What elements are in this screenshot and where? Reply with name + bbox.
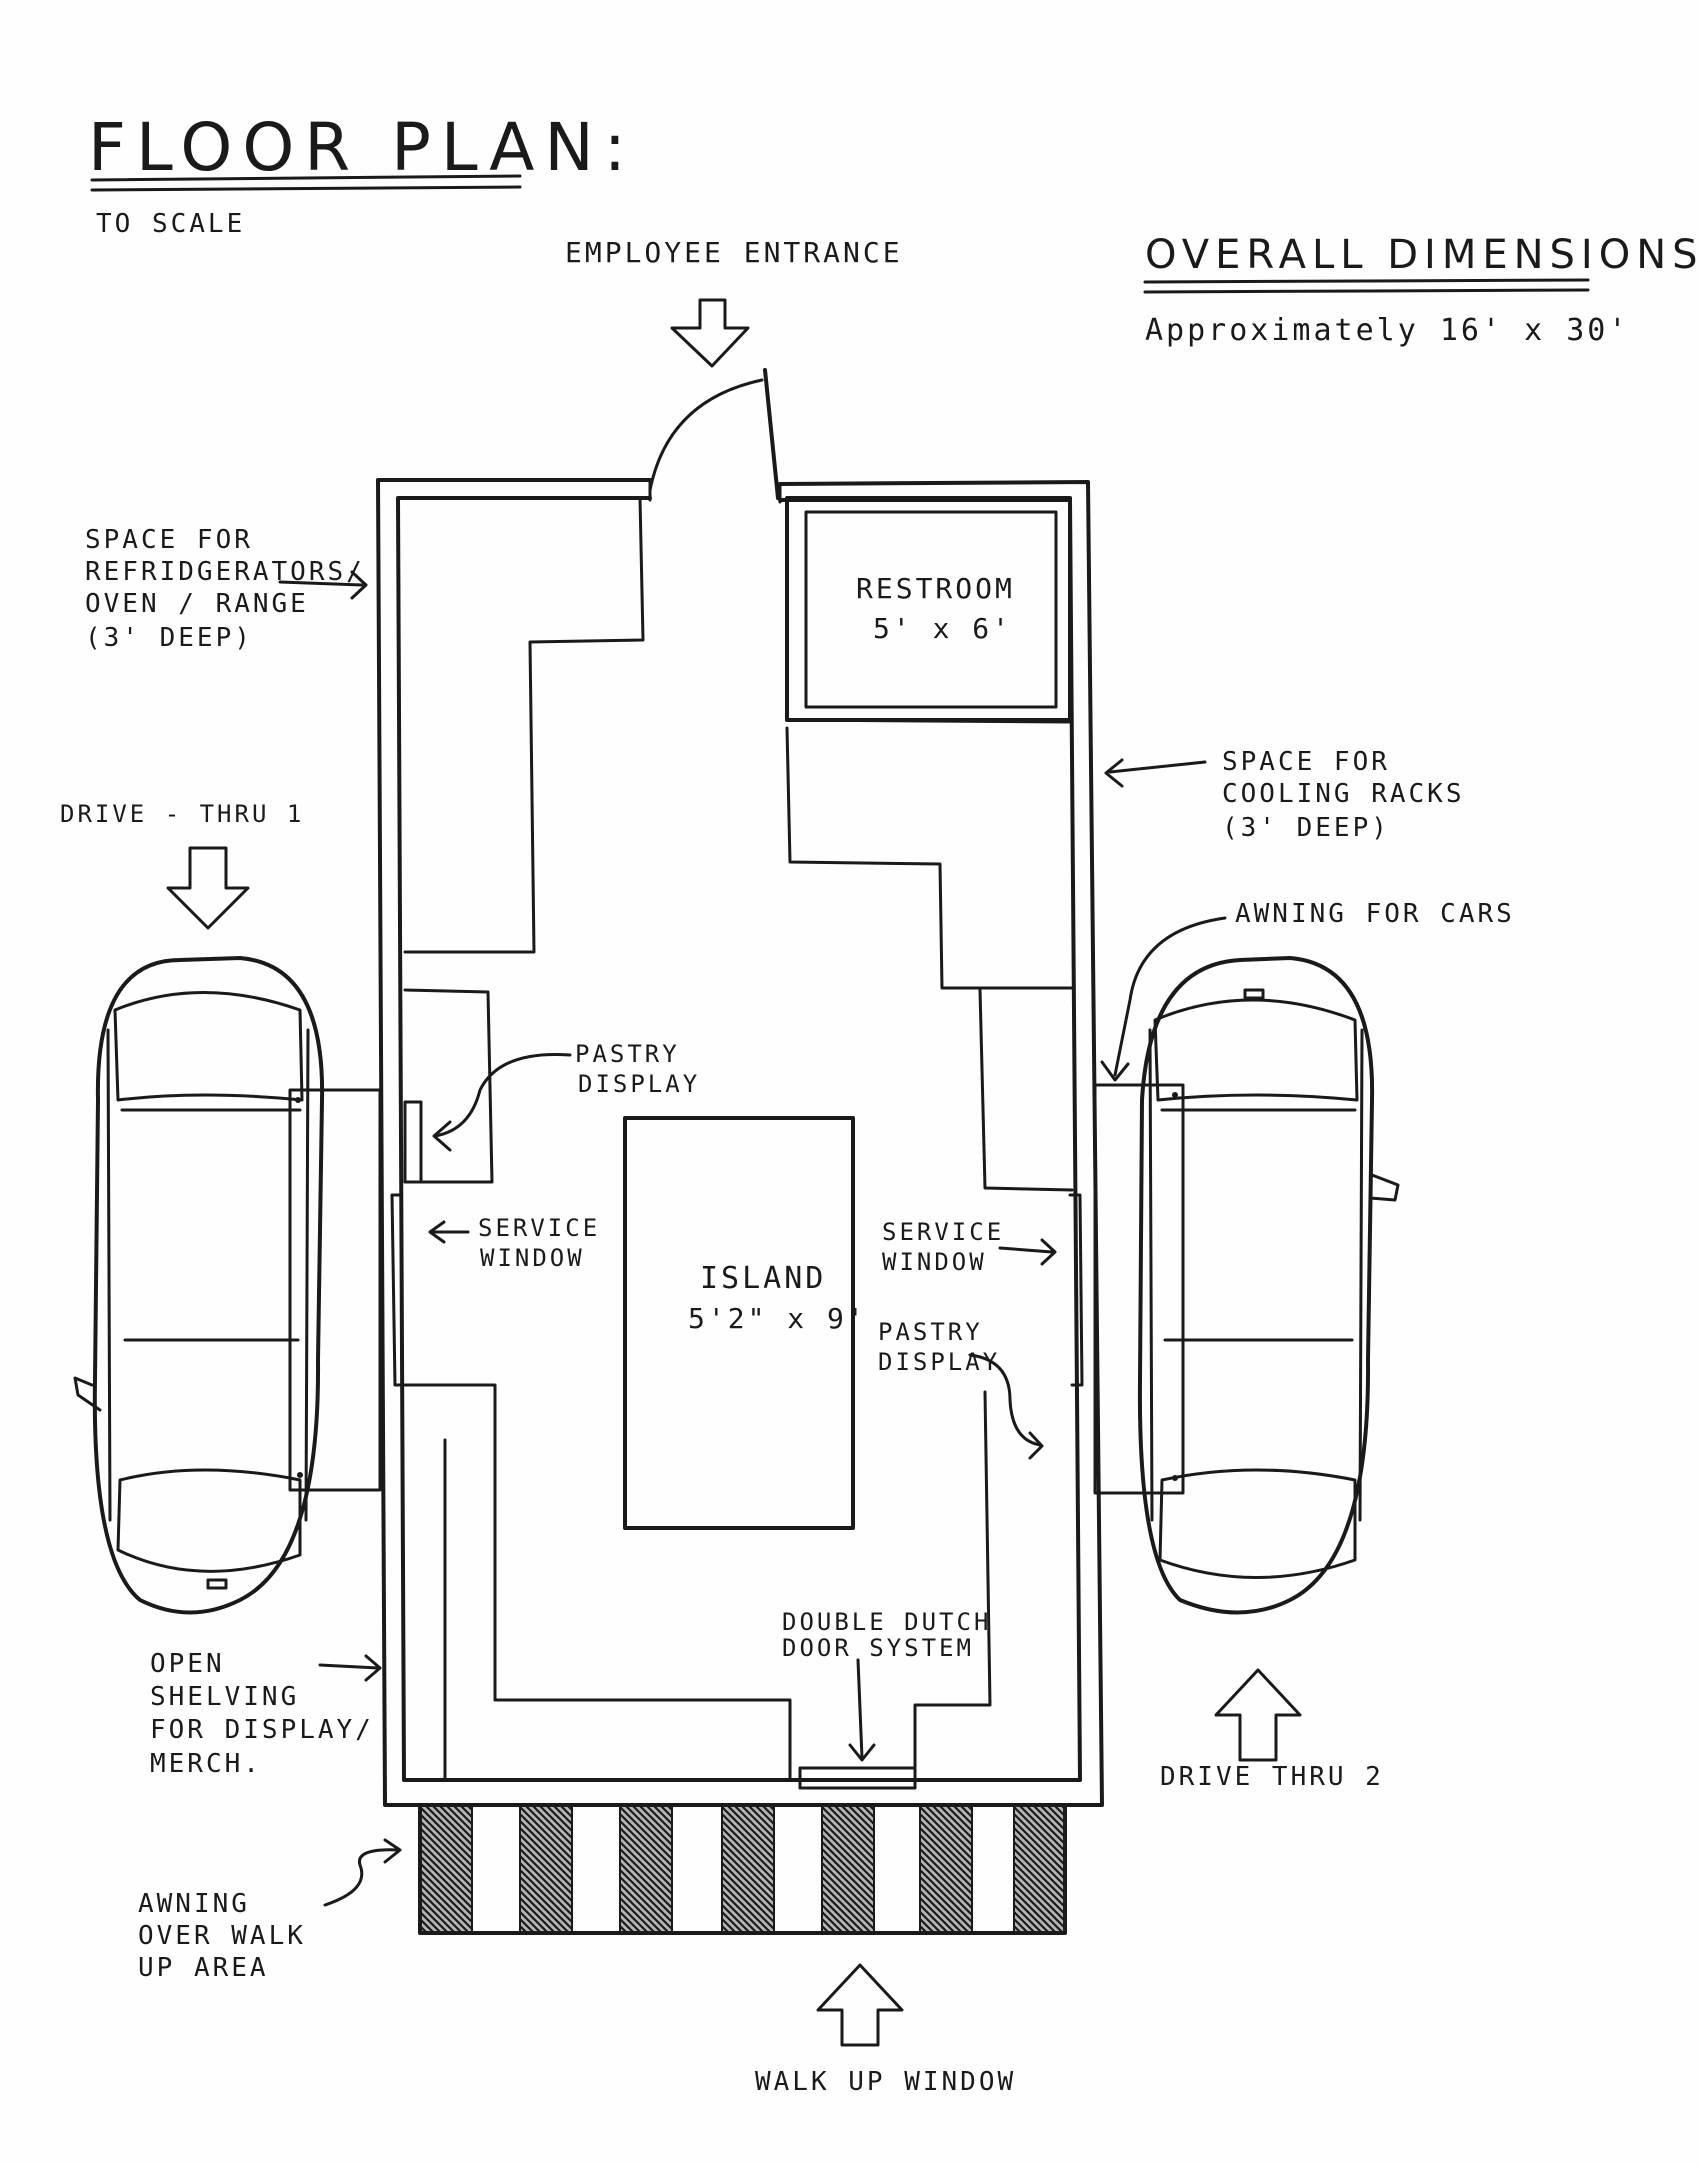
leader-arrows xyxy=(278,570,1227,1907)
employee-entrance-arrow-icon xyxy=(670,298,750,368)
restroom-bottom-wall xyxy=(786,718,1072,724)
plan-title: FLOOR PLAN: xyxy=(88,109,636,186)
drive-thru-2-arrow-icon xyxy=(1214,1668,1302,1762)
drive-thru-1-label: DRIVE - THRU 1 xyxy=(60,800,304,828)
walkup-awning xyxy=(418,1803,1067,1935)
awning-stripe xyxy=(1013,1804,1067,1934)
shelving-label-2: SHELVING xyxy=(150,1682,299,1712)
restroom-label: RESTROOM xyxy=(856,572,1015,605)
right-service-window xyxy=(1068,1193,1084,1387)
awning-walk-label-2: OVER WALK xyxy=(138,1921,306,1951)
title-underline-1 xyxy=(90,174,522,182)
entrance-door-swing xyxy=(648,378,764,492)
island-size: 5'2" x 9' xyxy=(688,1302,867,1335)
dutch-door-label-2: DOOR SYSTEM xyxy=(782,1634,974,1662)
drive-thru-2-label: DRIVE THRU 2 xyxy=(1160,1762,1384,1792)
shelving-label-1: OPEN xyxy=(150,1649,225,1679)
shelving-left-run xyxy=(403,1383,792,1780)
pastry-right-label-2: DISPLAY xyxy=(878,1348,1000,1376)
island: ISLAND 5'2" x 9' xyxy=(623,1116,867,1530)
service-left-label-2: WINDOW xyxy=(480,1244,585,1272)
service-right-label-2: WINDOW xyxy=(882,1248,987,1276)
drive-thru-1-arrow-icon xyxy=(166,846,250,930)
left-car-awning xyxy=(288,1088,382,1492)
awning-stripe xyxy=(821,1804,875,1934)
right-pastry-cabinet xyxy=(978,988,1074,1192)
left-pastry-display xyxy=(403,1100,423,1184)
left-pastry-cabinet xyxy=(403,988,494,1184)
fridge-label-2: REFRIDGERATORS/ xyxy=(85,557,365,587)
right-car-awning xyxy=(1093,1083,1185,1495)
dimensions-underline-2 xyxy=(1143,288,1590,294)
shelving-right-run xyxy=(913,1390,992,1780)
right-cooling-counter xyxy=(785,726,1074,990)
fridge-label-3: OVEN / RANGE xyxy=(85,589,309,619)
dimensions-underline-1 xyxy=(1143,278,1590,284)
awning-walk-label-1: AWNING xyxy=(138,1889,250,1919)
entrance-door-leaf xyxy=(763,368,780,500)
double-dutch-door xyxy=(798,1766,917,1790)
employee-entrance-label: EMPLOYEE ENTRANCE xyxy=(565,236,903,269)
dimensions-value: Approximately 16' x 30' xyxy=(1145,313,1629,348)
plan-subtitle: TO SCALE xyxy=(96,209,245,239)
awning-stripe xyxy=(519,1804,573,1934)
left-car xyxy=(73,956,325,1615)
fridge-label-4: (3' DEEP) xyxy=(85,623,253,653)
right-car xyxy=(1137,956,1400,1615)
walk-up-arrow-icon xyxy=(816,1963,904,2047)
shelving-label-4: MERCH. xyxy=(150,1749,262,1779)
pastry-left-label-2: DISPLAY xyxy=(578,1070,700,1098)
cooling-label-3: (3' DEEP) xyxy=(1222,813,1390,843)
awning-stripe xyxy=(419,1804,473,1934)
title-underline-2 xyxy=(90,185,522,192)
awning-stripe xyxy=(919,1804,973,1934)
fridge-label-1: SPACE FOR xyxy=(85,525,253,555)
cooling-label-2: COOLING RACKS xyxy=(1222,779,1465,809)
cooling-label-1: SPACE FOR xyxy=(1222,747,1390,777)
left-appliance-counter xyxy=(403,496,645,954)
awning-walk-label-3: UP AREA xyxy=(138,1953,269,1983)
pastry-right-label-1: PASTRY xyxy=(878,1318,983,1346)
restroom: RESTROOM 5' x 6' xyxy=(785,496,1072,722)
island-label: ISLAND xyxy=(700,1261,826,1296)
annotation-labels: SPACE FOR REFRIDGERATORS/ OVEN / RANGE (… xyxy=(60,525,1515,2097)
building-walls xyxy=(376,478,1104,1807)
dutch-door-label-1: DOUBLE DUTCH xyxy=(782,1608,991,1636)
shelving-label-3: FOR DISPLAY/ xyxy=(150,1715,374,1745)
awning-stripe xyxy=(619,1804,673,1934)
awning-cars-label: AWNING FOR CARS xyxy=(1235,899,1515,929)
dimensions-heading: OVERALL DIMENSIONS: xyxy=(1145,232,1700,278)
service-left-label-1: SERVICE xyxy=(478,1214,600,1242)
service-right-label-1: SERVICE xyxy=(882,1218,1004,1246)
walk-up-window-label: WALK UP WINDOW xyxy=(755,2067,1016,2097)
left-service-window xyxy=(390,1193,405,1387)
awning-stripe xyxy=(721,1804,775,1934)
pastry-left-label-1: PASTRY xyxy=(575,1040,680,1068)
restroom-size: 5' x 6' xyxy=(873,612,1012,645)
